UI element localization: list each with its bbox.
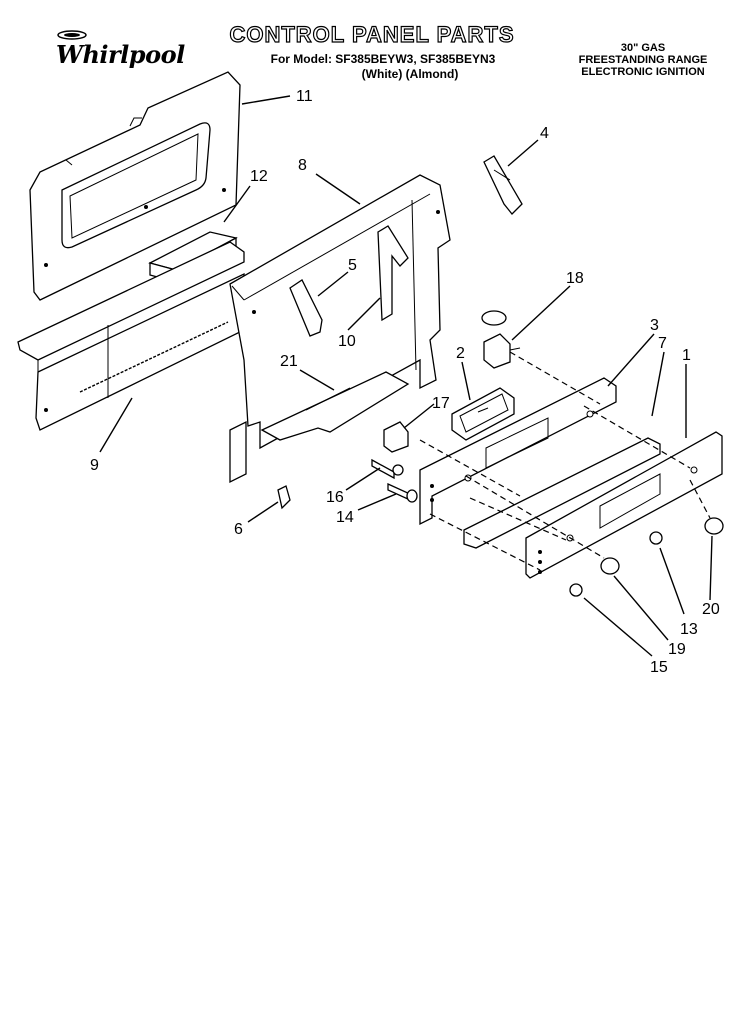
part-9-vent-channel [17,241,245,431]
callout-13: 13 [680,621,698,638]
callout-20: 20 [702,601,720,618]
callout-4: 4 [540,125,549,142]
callout-5: 5 [348,257,357,274]
whirlpool-logo: Whirlpool [50,28,185,74]
part-4-end-cap [483,155,523,215]
page-title: CONTROL PANEL PARTS [229,21,515,47]
part-2-display-module [451,387,515,441]
callout-18: 18 [566,270,584,287]
callout-7: 7 [658,335,667,352]
product-description: 30" GAS FREESTANDING RANGE ELECTRONIC IG… [558,42,728,78]
callout-17: 17 [432,395,450,412]
brand-name: Whirlpool [56,40,185,69]
model-line: For Model: SF385BEYW3, SF385BEYN3 [270,52,496,66]
leader-lines [99,95,713,657]
part-3-panel-back [419,377,617,526]
callout-12: 12 [250,168,268,185]
part-16-14-shafts [371,458,418,503]
part-10-bracket [377,225,409,322]
description-line-2: FREESTANDING RANGE [578,54,708,66]
callout-numbers: 11 12 8 4 5 10 18 3 7 1 2 21 17 9 16 14 … [90,88,720,676]
part-6-clip [277,485,291,510]
callout-6: 6 [234,521,243,538]
part-8-control-frame [229,174,451,484]
color-line: (White) (Almond) [361,67,459,81]
callout-1: 1 [682,347,691,364]
description-line-1: 30" GAS [620,42,666,54]
knobs [569,517,724,597]
assembly-lines [419,351,711,571]
callout-16: 16 [326,489,344,506]
description-line-3: ELECTRONIC IGNITION [581,66,705,78]
logo-swoosh-icon [57,30,87,40]
part-1-front-panel [525,431,723,579]
callout-10: 10 [338,333,356,350]
part-17-terminal [383,421,409,453]
callout-14: 14 [336,509,354,526]
part-21-heat-shield [260,371,410,441]
callout-8: 8 [298,157,307,174]
callout-19: 19 [668,641,686,658]
part-5-clip [289,279,323,337]
callout-2: 2 [456,345,465,362]
callout-3: 3 [650,317,659,334]
part-11-rear-plate [29,71,241,301]
callout-15: 15 [650,659,668,676]
part-7-trim-strip [463,437,661,549]
callout-9: 9 [90,457,99,474]
callout-11: 11 [296,88,313,105]
part-18-switch [481,310,521,369]
callout-21: 21 [280,353,298,370]
